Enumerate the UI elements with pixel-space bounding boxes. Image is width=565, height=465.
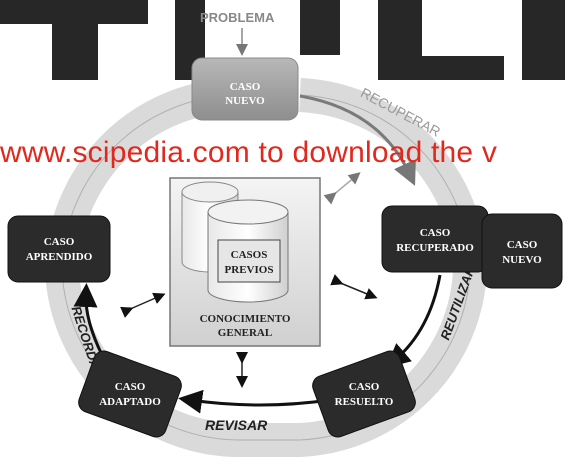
solved-case-box: CASO RESUELTO: [312, 350, 416, 438]
banner-letter-p-bowl: [300, 0, 340, 55]
reuse-arrow: [385, 274, 442, 368]
banner: [0, 0, 565, 82]
banner-letter-e-base: [378, 56, 504, 80]
connector-arrows: [120, 172, 378, 388]
svg-text:RECUPERADO: RECUPERADO: [396, 242, 474, 254]
general-knowledge-label: CONOCIMIENTO: [200, 313, 291, 325]
retain-arrow: [73, 283, 104, 356]
svg-text:CASO: CASO: [349, 381, 380, 393]
watermark-text: www.scipedia.com to download the v: [0, 136, 498, 169]
new-case-box: CASO NUEVO: [191, 57, 299, 121]
svg-text:APRENDIDO: APRENDIDO: [26, 251, 93, 263]
svg-text:RESUELTO: RESUELTO: [335, 396, 394, 408]
previous-cases-db: CASOS PREVIOS: [207, 199, 289, 303]
stage-label-revise: REVISAR: [205, 417, 268, 433]
new-case-side-box: CASO NUEVO: [481, 213, 563, 289]
learned-case-box: CASO APRENDIDO: [7, 215, 111, 283]
svg-text:CASO: CASO: [44, 236, 75, 248]
general-knowledge-label-2: GENERAL: [218, 327, 272, 339]
svg-text:CASO: CASO: [230, 81, 261, 93]
svg-text:CASO: CASO: [115, 381, 146, 393]
banner-letter-l-stem: [522, 0, 565, 80]
svg-text:CASO: CASO: [507, 239, 538, 251]
svg-text:PREVIOS: PREVIOS: [225, 264, 274, 276]
svg-text:ADAPTADO: ADAPTADO: [99, 396, 161, 408]
problem-label: PROBLEMA: [200, 10, 275, 25]
revise-arrow: [178, 389, 331, 414]
svg-text:NUEVO: NUEVO: [225, 95, 265, 107]
svg-text:CASOS: CASOS: [231, 249, 268, 261]
banner-letter-t-stem: [52, 0, 98, 80]
retrieved-case-box: CASO RECUPERADO: [381, 205, 489, 273]
svg-text:CASO: CASO: [420, 227, 451, 239]
svg-text:NUEVO: NUEVO: [502, 254, 542, 266]
knowledge-base: CASOS PREVIOS CONOCIMIENTO GENERAL: [169, 177, 321, 347]
retrieve-arrow: [299, 94, 416, 186]
adapted-case-box: CASO ADAPTADO: [78, 350, 182, 438]
